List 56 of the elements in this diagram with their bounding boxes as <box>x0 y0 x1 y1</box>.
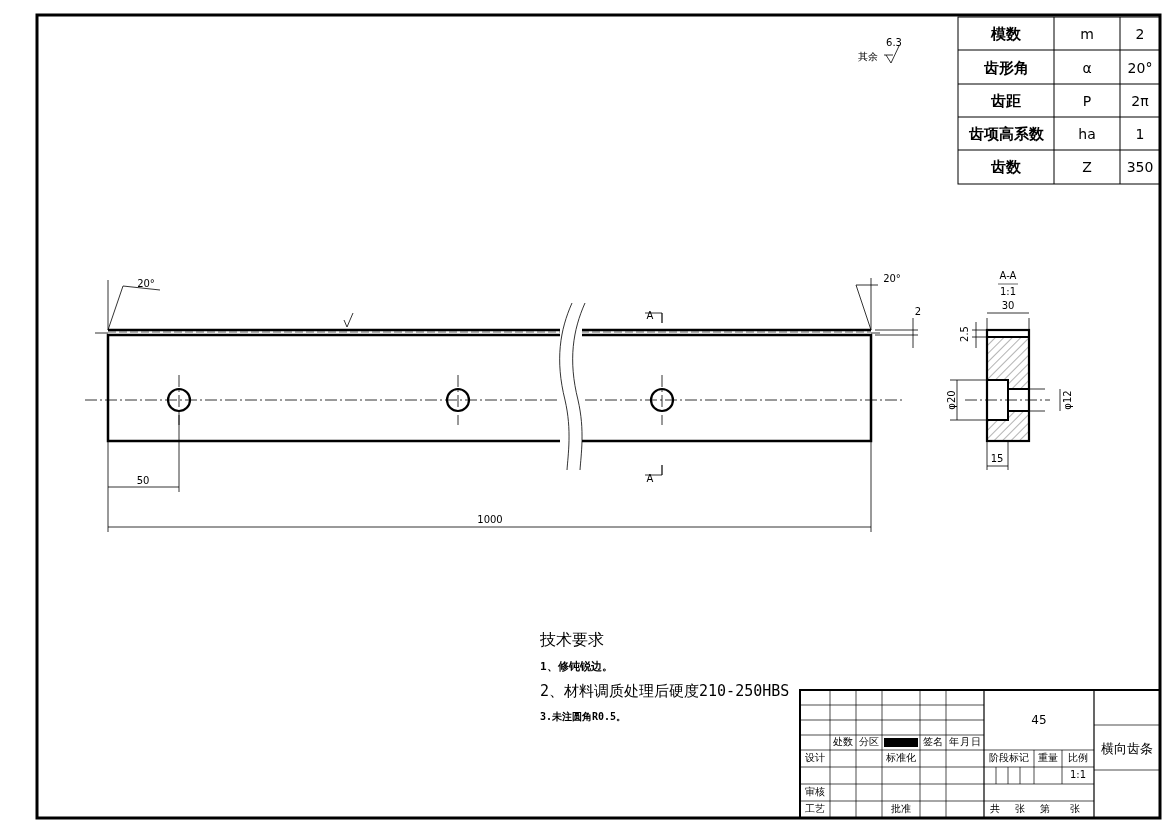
parameter-name: 齿项高系数 <box>968 126 1044 142</box>
title-block-label: 阶段标记 <box>989 753 1029 763</box>
section-mark: A <box>646 474 654 484</box>
symbol: P <box>1082 94 1092 108</box>
note-text: 1、修钝锐边。 <box>540 660 613 672</box>
note-text: 2、材料调质处理后硬度210-250HBS <box>540 683 790 699</box>
symbol: Z <box>1082 160 1092 174</box>
parameter-value: 350 <box>1126 160 1154 174</box>
dimension-value: φ12 <box>1063 390 1073 410</box>
title-block-label: 标准化 <box>886 753 916 763</box>
note-heading: 技术要求 <box>540 632 604 648</box>
roughness-value: 6.3 <box>886 38 902 48</box>
title-block-label: 年 <box>949 737 959 747</box>
dimension-value: 1000 <box>477 515 503 525</box>
angle-dimension: 20° <box>883 274 901 284</box>
title-block-label: 重量 <box>1038 753 1058 763</box>
title-block-label: 月 <box>960 737 970 747</box>
dimension-value: 2.5 <box>960 326 970 342</box>
symbol: m <box>1080 27 1094 41</box>
parameter-name: 模数 <box>991 26 1021 42</box>
title-block-label: 比例 <box>1068 753 1088 763</box>
title-block-label: 日 <box>971 737 981 747</box>
title-block-label: 张 <box>1015 804 1025 814</box>
title-block-label: 设计 <box>805 753 825 763</box>
dimension-value: 50 <box>136 476 150 486</box>
section-label: A-A <box>999 271 1017 281</box>
dimension-value: 30 <box>1001 301 1015 311</box>
dimension-value: 2 <box>914 307 922 317</box>
title-block-label: 工艺 <box>805 804 825 814</box>
scale-value: 1:1 <box>1069 770 1087 780</box>
angle-dimension: 20° <box>137 279 155 289</box>
title-block-label: 签名 <box>923 737 943 747</box>
title-block-label: 处数 <box>833 737 853 747</box>
roughness-note: 其余 <box>858 52 878 62</box>
parameter-value: 1 <box>1135 127 1145 141</box>
title-block-label: 审核 <box>805 787 825 797</box>
symbol: α <box>1082 61 1092 75</box>
parameter-value: 2 <box>1135 27 1145 41</box>
title-block-label: 第 <box>1040 804 1050 814</box>
title-block-label: 批准 <box>891 804 911 814</box>
parameter-name: 齿形角 <box>983 60 1029 76</box>
section-scale: 1:1 <box>999 287 1017 297</box>
parameter-value: 2π <box>1131 94 1149 108</box>
title-block-label: 分区 <box>859 737 879 747</box>
symbol: ha <box>1078 127 1096 141</box>
part-name: 横向齿条 <box>1101 741 1153 755</box>
parameter-name: 齿距 <box>991 93 1021 109</box>
material-label: 45 <box>1031 714 1047 726</box>
parameter-value: 20° <box>1127 61 1153 75</box>
note-text: 3.未注圆角R0.5。 <box>540 712 627 722</box>
title-block-label: 共 <box>990 804 1000 814</box>
dimension-value: 15 <box>990 454 1004 464</box>
section-mark: A <box>646 311 654 321</box>
parameter-name: 齿数 <box>991 159 1021 175</box>
title-block-label: 张 <box>1070 804 1080 814</box>
dimension-value: φ20 <box>947 390 957 410</box>
